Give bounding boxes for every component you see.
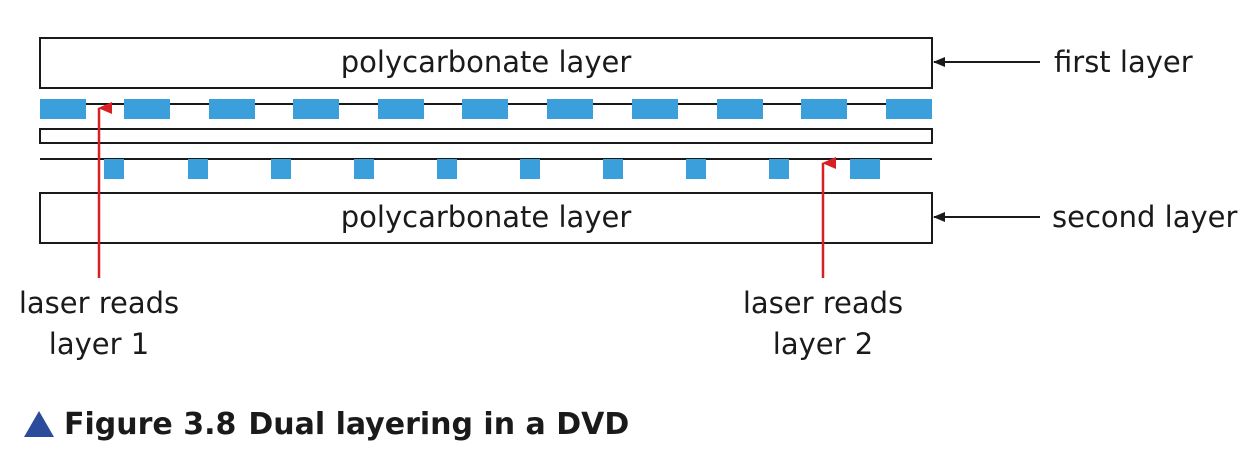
figure-caption: Figure 3.8 Dual layering in a DVD <box>24 400 629 448</box>
top-layer-label: polycarbonate layer <box>341 45 632 79</box>
layer2-pit <box>850 159 880 179</box>
layer2-pit <box>354 159 374 179</box>
spacer-layer <box>39 128 933 144</box>
laser1-label-line1: laser reads <box>19 286 179 320</box>
layer1-pit <box>886 99 932 119</box>
layer2-pits <box>104 159 880 179</box>
layer1-pit <box>462 99 508 119</box>
layer2-pit <box>769 159 789 179</box>
bottom-layer-label: polycarbonate layer <box>341 200 632 234</box>
top-polycarbonate-layer <box>39 37 933 89</box>
second-layer-label: second layer <box>1052 200 1237 234</box>
layer2-pit <box>188 159 208 179</box>
first-layer-label: first layer <box>1054 45 1193 79</box>
layer1-pit <box>209 99 255 119</box>
triangle-icon <box>24 411 54 437</box>
layer2-pit <box>686 159 706 179</box>
layer2-pit <box>104 159 124 179</box>
layer2-pit <box>520 159 540 179</box>
layer1-pit <box>801 99 847 119</box>
bottom-polycarbonate-layer <box>39 192 933 244</box>
layer1-pit <box>293 99 339 119</box>
layer2-pit <box>603 159 623 179</box>
laser1-label-line2: layer 1 <box>49 327 149 361</box>
layer1-pit <box>124 99 170 119</box>
laser2-label-line1: laser reads <box>743 286 903 320</box>
figure-number: Figure 3.8 <box>64 406 237 442</box>
laser2-label-line2: layer 2 <box>773 327 873 361</box>
layer1-pit <box>717 99 763 119</box>
layer1-pits <box>40 99 932 119</box>
layer1-pit <box>632 99 678 119</box>
layer2-pit <box>437 159 457 179</box>
layer1-pit <box>547 99 593 119</box>
figure-title: Dual layering in a DVD <box>248 406 630 442</box>
layer2-pit <box>271 159 291 179</box>
layer1-pit <box>378 99 424 119</box>
layer1-pit <box>40 99 86 119</box>
